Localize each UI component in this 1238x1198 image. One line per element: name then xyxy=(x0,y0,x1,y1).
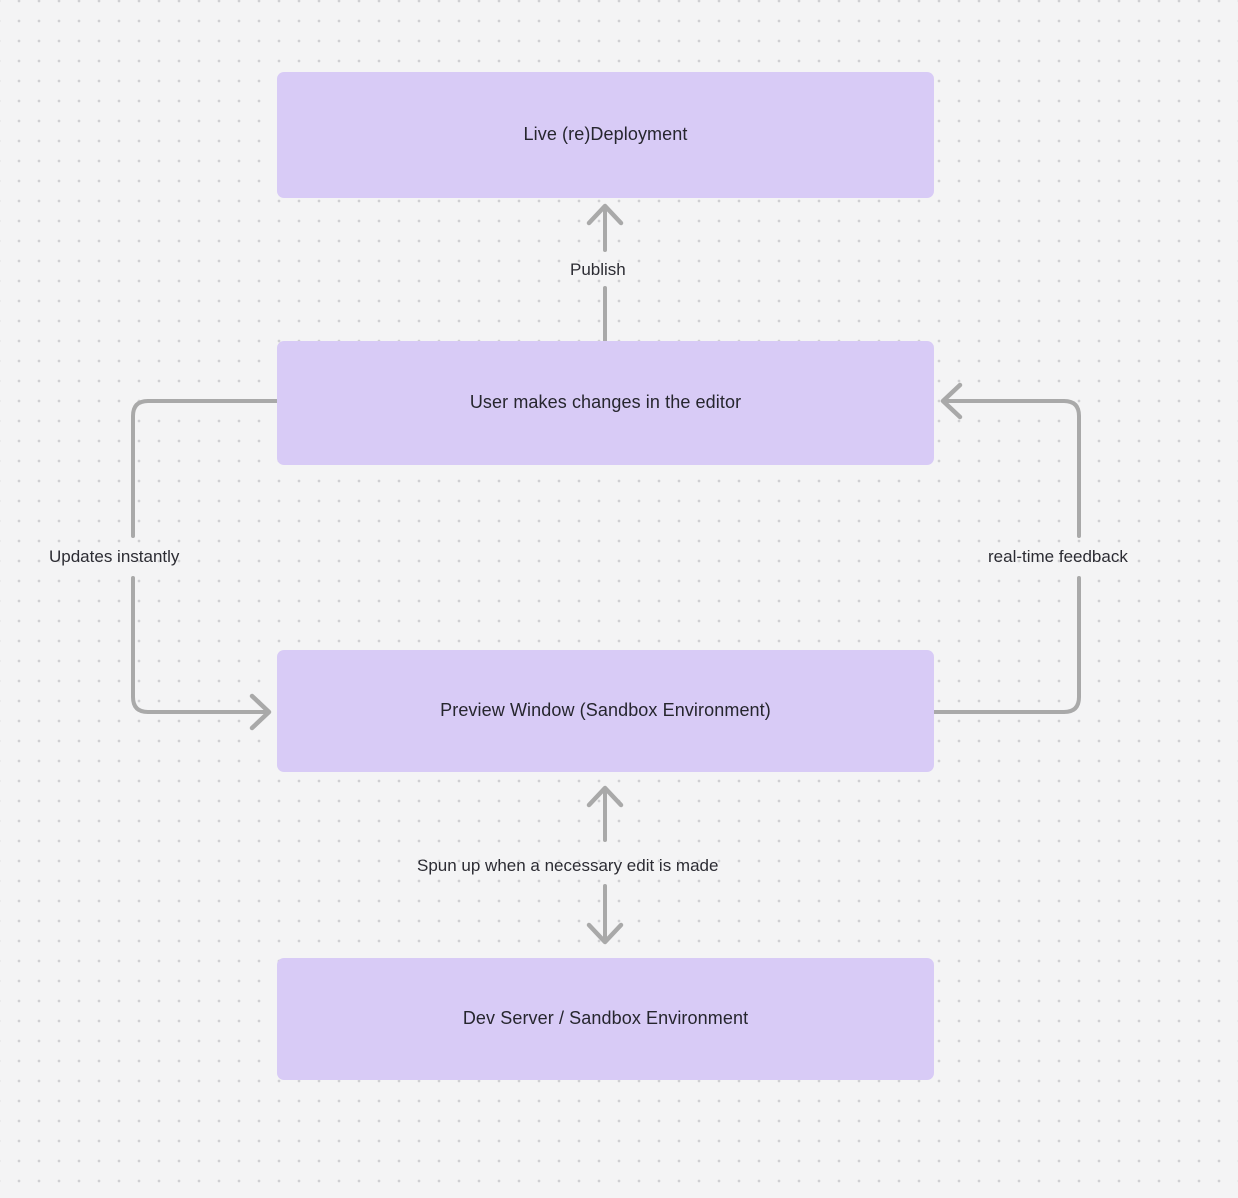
edge-publish-arrowhead xyxy=(586,203,624,226)
node-preview-window-label: Preview Window (Sandbox Environment) xyxy=(440,700,771,721)
node-dev-server-label: Dev Server / Sandbox Environment xyxy=(462,1008,749,1029)
edge-label-spun-up: Spun up when a necessary edit is made xyxy=(417,856,719,875)
edge-label-publish: Publish xyxy=(570,260,626,279)
edge-updates-upper-segment xyxy=(131,399,279,538)
node-preview-window[interactable]: Preview Window (Sandbox Environment) xyxy=(277,650,934,772)
edge-realtime-upper-segment xyxy=(942,399,1081,538)
edge-label-updates-instantly: Updates instantly xyxy=(49,547,180,566)
node-live-deployment[interactable]: Live (re)Deployment xyxy=(277,72,934,198)
node-dev-server[interactable]: Dev Server / Sandbox Environment xyxy=(277,958,934,1080)
edge-label-real-time-feedback: real-time feedback xyxy=(988,547,1128,566)
node-user-makes-changes[interactable]: User makes changes in the editor xyxy=(277,341,934,465)
edge-realtime-arrowhead xyxy=(940,382,963,420)
node-live-deployment-label: Live (re)Deployment xyxy=(523,124,688,145)
edge-spunup-up-arrowhead xyxy=(586,785,624,808)
edge-updates-lower-segment xyxy=(131,576,270,714)
edge-realtime-lower-segment xyxy=(932,576,1081,714)
edge-updates-arrowhead xyxy=(249,693,272,731)
node-user-makes-changes-label: User makes changes in the editor xyxy=(469,392,742,413)
edge-spunup-down-arrowhead xyxy=(586,922,624,945)
